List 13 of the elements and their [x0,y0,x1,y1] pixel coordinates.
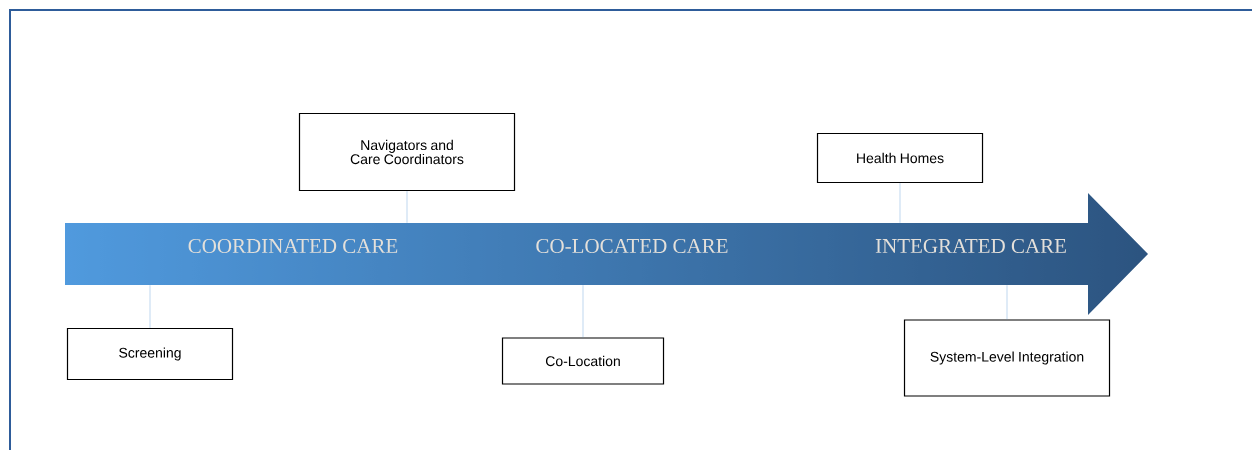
label-box: System-Level Integration [903,319,1111,397]
leader-line [899,182,901,223]
leader-line [582,285,584,338]
stage-label: CO-LOCATED CARE [536,238,728,254]
label-box: Navigators and Care Coordinators [298,112,516,192]
leader-line [406,190,408,223]
leader-line [149,285,151,329]
label-box: Screening [66,327,234,381]
leader-line [1006,285,1008,320]
label-box: Health Homes [816,132,984,184]
label-box: Co-Location [501,337,665,385]
stage-label: COORDINATED CARE [188,238,398,254]
stage-label: INTEGRATED CARE [875,238,1066,254]
